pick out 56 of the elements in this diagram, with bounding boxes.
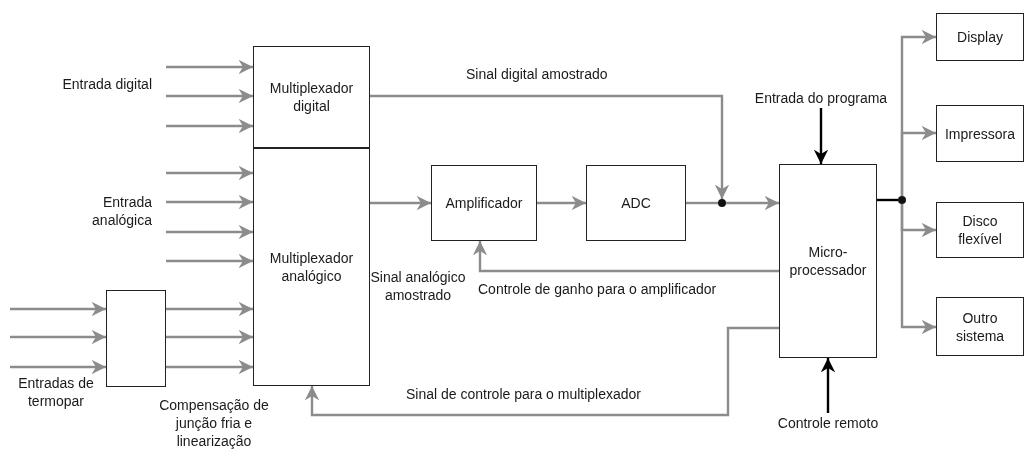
block-label: Disco flexível: [957, 212, 1003, 248]
connector-line: [686, 201, 718, 205]
edge-label: Sinal digital amostrado: [464, 65, 610, 83]
arrow: [166, 118, 253, 134]
junction-dot: [718, 199, 726, 207]
arrow: [166, 88, 253, 104]
empty-box: [106, 290, 166, 387]
arrow: [813, 108, 829, 164]
block-label: Multiplexador digital: [268, 79, 355, 115]
arrow: [10, 359, 106, 375]
connector-line: [877, 198, 898, 202]
arrow: [166, 224, 253, 240]
arrow: [166, 301, 253, 317]
block-label: Micro- processador: [788, 243, 868, 279]
input-label: Sinal analógico amostrado: [369, 268, 467, 304]
block-label: Display: [956, 28, 1004, 46]
arrow: [10, 329, 106, 345]
arrow: [900, 204, 936, 335]
arrow: [537, 195, 586, 211]
text-label: Entrada do programa: [735, 88, 907, 108]
block-label: Amplificador: [444, 194, 524, 212]
arrow: [166, 329, 253, 345]
edge-label: Sinal de controle para o multiplexador: [404, 385, 644, 403]
arrow: [472, 241, 779, 273]
arrow: [166, 59, 253, 75]
arrow: [166, 253, 253, 269]
block-box: [779, 164, 877, 358]
block-box: [936, 202, 1024, 258]
block-caption: Compensação de junção fria e linearização: [158, 396, 270, 450]
arrow: [304, 326, 779, 417]
block-box: [936, 13, 1024, 61]
block-box: [936, 297, 1024, 356]
block-label: ADC: [620, 194, 652, 212]
edge-label: Controle de ganho para o amplificador: [476, 280, 719, 298]
block-label: Outro sistema: [954, 308, 1006, 345]
block-box: [586, 165, 686, 241]
block-box: [936, 105, 1024, 162]
arrow: [820, 358, 836, 413]
block-label: Impressora: [944, 124, 1016, 143]
text-label: Controle remoto: [762, 413, 894, 433]
block-box: [253, 46, 370, 148]
arrow: [166, 165, 253, 181]
arrow: [166, 194, 253, 210]
arrow: [726, 195, 779, 211]
input-label: Entradas de termopar: [17, 374, 95, 410]
block-label: Multiplexador analógico: [268, 249, 355, 285]
arrow: [900, 125, 936, 196]
arrow: [370, 94, 730, 199]
arrow: [10, 301, 106, 317]
arrow: [370, 195, 431, 211]
block-box: [431, 165, 537, 241]
arrow: [166, 359, 253, 375]
input-label: Entrada analógica: [91, 193, 152, 229]
input-label: Entrada digital: [61, 75, 152, 93]
block-box: [253, 148, 370, 386]
junction-dot: [898, 196, 906, 204]
